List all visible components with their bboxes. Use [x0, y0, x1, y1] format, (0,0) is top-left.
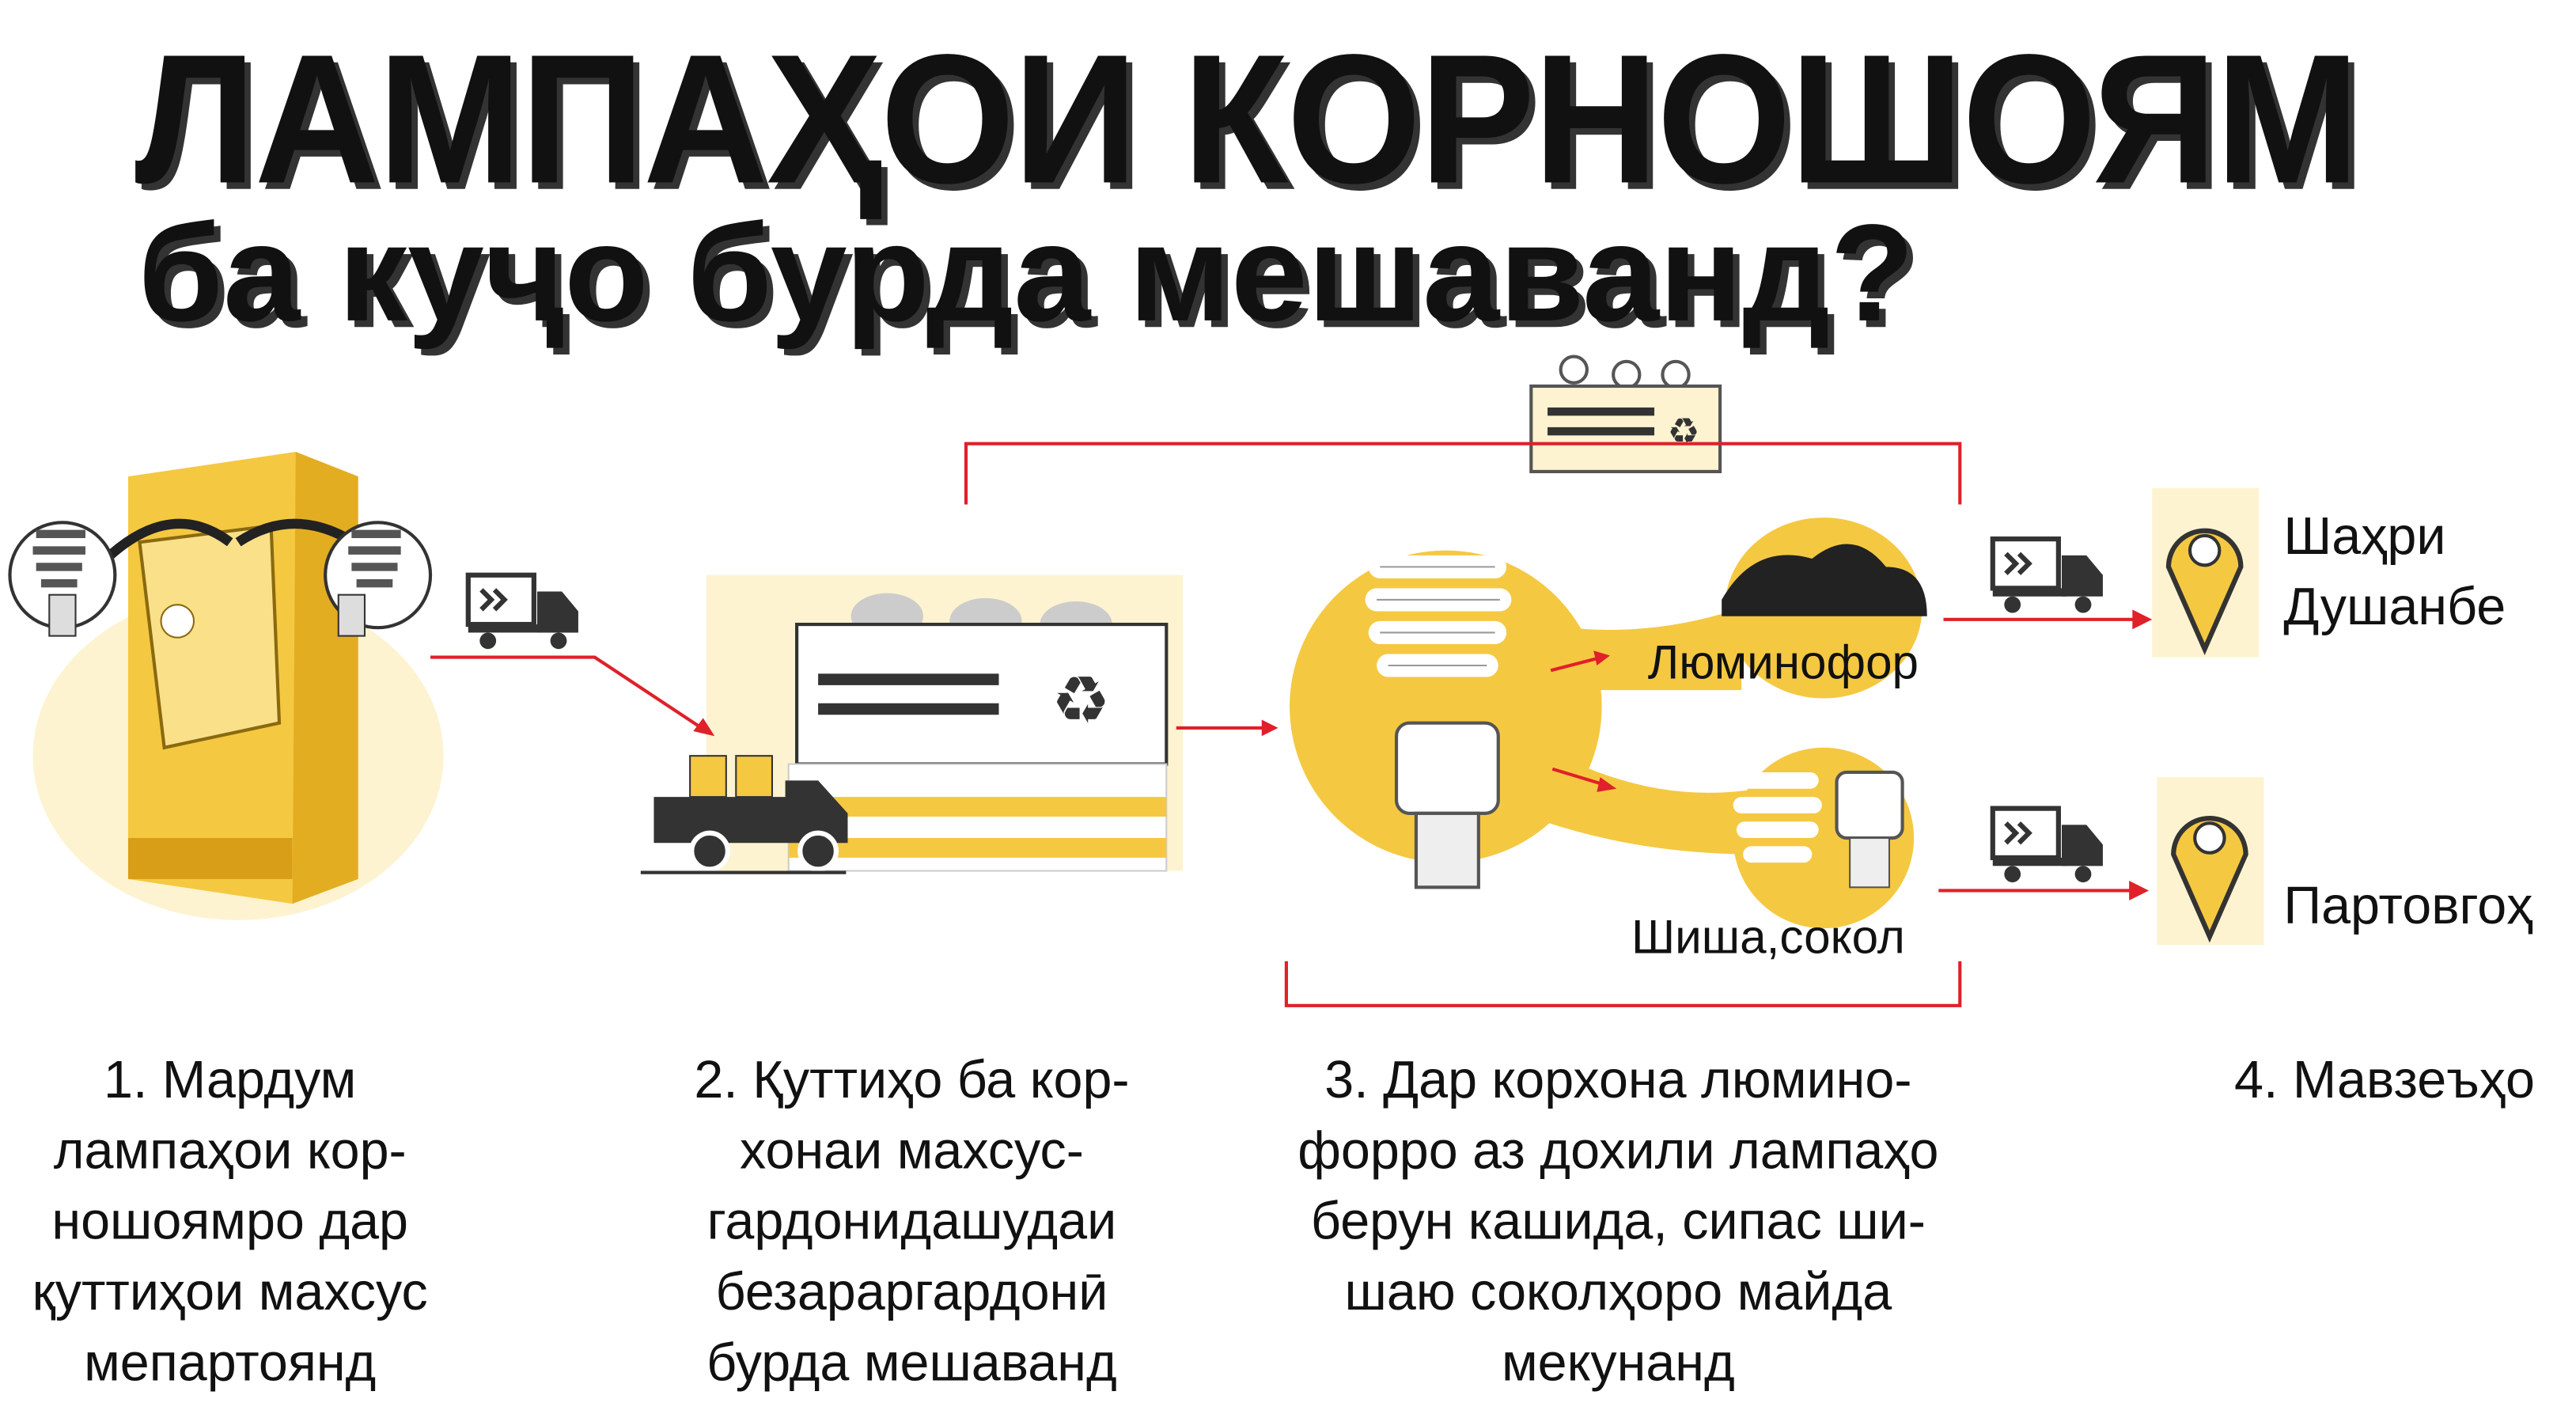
recycle-icon: ♻ — [1051, 664, 1110, 737]
flow-arrows — [430, 442, 2139, 1007]
destination-city: Шаҳри Душанбе — [2283, 501, 2506, 643]
caption-line: 4. Мавзеъҳо — [2234, 1049, 2535, 1109]
caption-line: бурда мешаванд — [707, 1333, 1117, 1392]
caption-line: ношоямро дар — [51, 1191, 409, 1251]
caption-line: 2. Қуттиҳо ба кор- — [694, 1049, 1130, 1109]
caption-line: 3. Дар корхона люмино- — [1324, 1049, 1912, 1109]
caption-line: форро аз дохили лампаҳо — [1297, 1120, 1939, 1180]
caption-line: берун кашида, сипас ши- — [1310, 1191, 1926, 1251]
step-4-caption: 4. Мавзеъҳо — [2234, 1045, 2535, 1116]
bulb-icon — [8, 521, 117, 637]
title-line-2: ба куҷо бурда мешаванд? — [138, 195, 1915, 351]
phosphor-label: Люминофор — [1647, 637, 1919, 691]
phosphor-pile-icon — [1722, 544, 1927, 616]
caption-line: 1. Мардум — [104, 1049, 357, 1109]
separation-illustration — [1290, 518, 1927, 929]
caption-line: шаю соколҳоро майда — [1344, 1261, 1892, 1321]
glass-socket-label: Шиша,сокол — [1631, 912, 1905, 965]
step-1-caption: 1. Мардум лампаҳои кор- ношоямро дар қут… — [0, 1045, 460, 1398]
caption-line: хонаи махсус- — [740, 1120, 1084, 1180]
recycling-factory-illustration: ♻ — [640, 574, 1184, 874]
caption-line: мекунанд — [1501, 1333, 1735, 1392]
location-pin-icon — [2152, 487, 2260, 658]
truck-icon — [1990, 536, 2103, 613]
svg-text:♻: ♻ — [1668, 411, 1700, 452]
destination-city-line1: Шаҳри — [2283, 506, 2446, 566]
destination-landfill: Партовгоҳ — [2283, 875, 2533, 935]
destination-city-line2: Душанбе — [2283, 576, 2506, 636]
caption-line: қуттиҳои махсус — [32, 1261, 428, 1321]
location-pin-icon — [2157, 777, 2264, 945]
caption-line: гардонидашудаи — [707, 1191, 1117, 1251]
step-2-caption: 2. Қуттиҳо ба кор- хонаи махсус- гардони… — [665, 1045, 1158, 1398]
truck-icon — [1990, 806, 2103, 883]
caption-line: безараргардонӣ — [715, 1261, 1108, 1321]
truck-icon — [465, 572, 578, 650]
step-3-caption: 3. Дар корхона люмино- форро аз дохили л… — [1248, 1045, 1987, 1398]
caption-line: мепартоянд — [84, 1333, 377, 1392]
bulb-icon — [324, 521, 433, 637]
machine-icon: ♻ — [1529, 354, 1722, 474]
caption-line: лампаҳои кор- — [53, 1120, 407, 1180]
title-line-1: ЛАМПАҲОИ КОРНОШОЯМ — [134, 16, 2359, 222]
